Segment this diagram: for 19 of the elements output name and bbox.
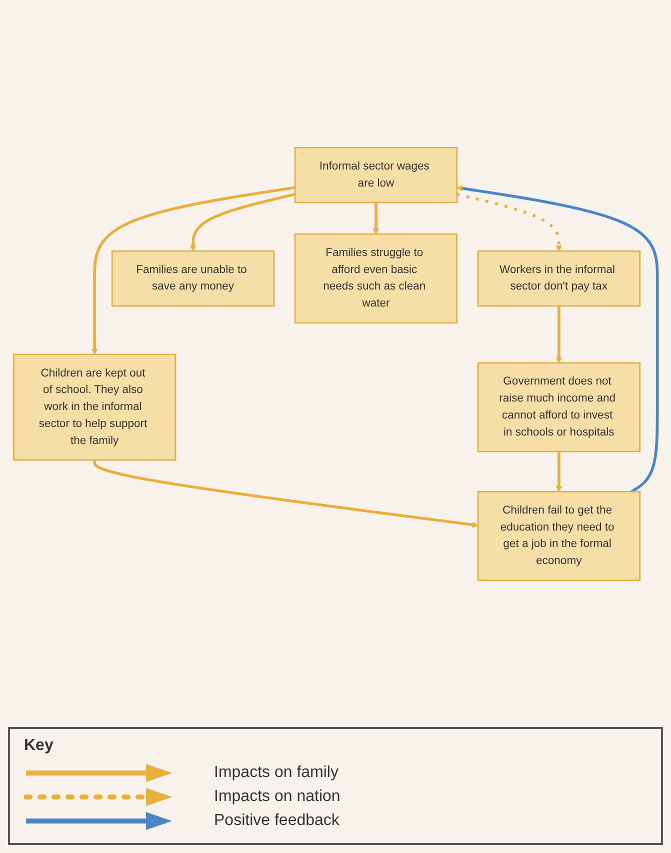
arrow — [93, 459, 478, 528]
legend-text: Positive feedback — [214, 812, 340, 830]
legend-text: Impacts on nation — [214, 788, 340, 806]
arrow — [190, 192, 296, 251]
node-box: Informal sector wages are low — [294, 146, 458, 203]
arrow — [556, 305, 562, 363]
key-heading: Key — [24, 737, 54, 755]
legend-text: Impacts on family — [214, 764, 338, 782]
node-box: Families are unable to save any money — [111, 250, 275, 306]
node-box: Children fail to get the education they need to get a job in the formal economy — [477, 490, 640, 581]
node-box: Workers in the informal sector don't pay tax — [477, 250, 640, 306]
arrow — [456, 184, 659, 492]
node-box: Families struggle to afford even basic needs such as clean water — [294, 233, 458, 324]
arrow — [372, 202, 380, 234]
arrow — [556, 451, 562, 492]
node-box: Children are kept out of school. They also work in the informal sector to help support the family — [12, 353, 176, 460]
arrow — [456, 192, 562, 251]
arrow — [91, 186, 296, 354]
node-box: Government does not raise much income and cannot afford to invest in schools or hospitals — [477, 362, 640, 452]
